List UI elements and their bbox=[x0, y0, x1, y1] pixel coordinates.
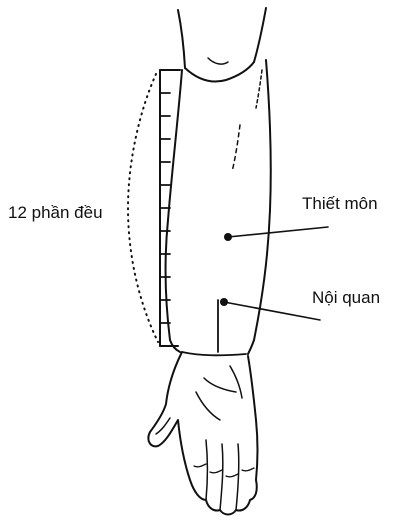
hand-outline bbox=[148, 352, 257, 515]
point-lower-label: Nội quan bbox=[312, 288, 380, 308]
palm-line-3 bbox=[230, 366, 242, 398]
palm-line-2 bbox=[204, 378, 236, 392]
forearm-shading-1 bbox=[232, 125, 240, 172]
finger-joint-3 bbox=[226, 474, 238, 477]
forearm-outline-left bbox=[166, 70, 182, 352]
finger-line-1 bbox=[206, 440, 208, 500]
finger-joint-2 bbox=[210, 470, 222, 473]
point-upper-label: Thiết môn bbox=[302, 194, 378, 214]
point-thiet-mon-dot bbox=[224, 233, 232, 241]
dotted-brace bbox=[128, 74, 158, 342]
upper-arm-outline-left bbox=[178, 10, 185, 68]
finger-line-3 bbox=[236, 444, 239, 510]
palm-line-1 bbox=[196, 392, 220, 420]
finger-joint-1 bbox=[194, 464, 206, 467]
upper-arm-outline-right bbox=[254, 8, 266, 62]
scale-label: 12 phần đều bbox=[8, 203, 103, 223]
leader-thiet-mon bbox=[228, 227, 328, 237]
finger-joint-4 bbox=[242, 468, 254, 471]
wrist-crease bbox=[182, 352, 246, 355]
elbow-crease bbox=[208, 58, 228, 64]
leader-noi-quan bbox=[224, 302, 320, 320]
elbow-fold bbox=[185, 62, 254, 82]
point-noi-quan-dot bbox=[220, 298, 228, 306]
forearm-shading-2 bbox=[256, 70, 262, 108]
finger-line-2 bbox=[220, 444, 223, 510]
